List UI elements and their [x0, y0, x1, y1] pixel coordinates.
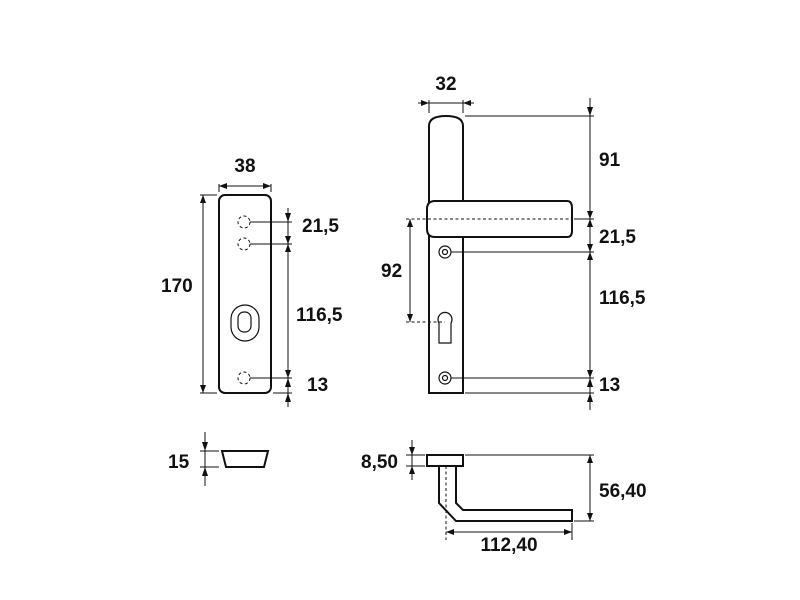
thumbturn-rose: [230, 304, 260, 342]
dim-left-width: [218, 183, 272, 192]
cylinder-keyhole-icon: [437, 311, 453, 344]
handle-side-view: [426, 454, 573, 540]
left-lower-spacing-label: 13: [307, 375, 328, 396]
dim-left-thickness: [200, 432, 219, 486]
dim-right-chain: [451, 98, 594, 410]
right-lower-spacing-label: 13: [599, 375, 620, 396]
projection-label: 56,40: [599, 481, 647, 502]
left-height-label: 170: [161, 276, 193, 297]
left-backplate-outline: [218, 194, 272, 394]
left-upper-spacing-label: 21,5: [302, 216, 339, 237]
left-middle-spacing-label: 116,5: [296, 305, 343, 326]
right-width-label: 32: [435, 74, 456, 95]
right-backplate-front-view: [426, 114, 573, 394]
dim-left-height: [200, 194, 217, 394]
left-backplate-side-profile: [220, 450, 270, 468]
left-backplate-front-view: [218, 194, 272, 394]
left-width-label: 38: [234, 156, 255, 177]
handle-axis-label: 92: [381, 261, 402, 282]
handle-lever-side: [438, 465, 573, 522]
dim-right-width: [418, 100, 474, 113]
dim-left-chain: [250, 208, 292, 407]
rose-height-label: 8,50: [361, 452, 398, 473]
handle-rose-side: [426, 454, 464, 467]
right-upper-spacing-label: 21,5: [599, 227, 636, 248]
dim-handle-side: [406, 440, 594, 540]
dim-handle-axis: [406, 218, 572, 323]
thumbturn-slot-icon: [237, 311, 252, 333]
right-middle-spacing-label: 116,5: [599, 288, 646, 309]
handle-length-label: 112,40: [480, 535, 537, 556]
left-thickness-label: 15: [168, 452, 190, 473]
handle-top-label: 91: [599, 150, 621, 171]
